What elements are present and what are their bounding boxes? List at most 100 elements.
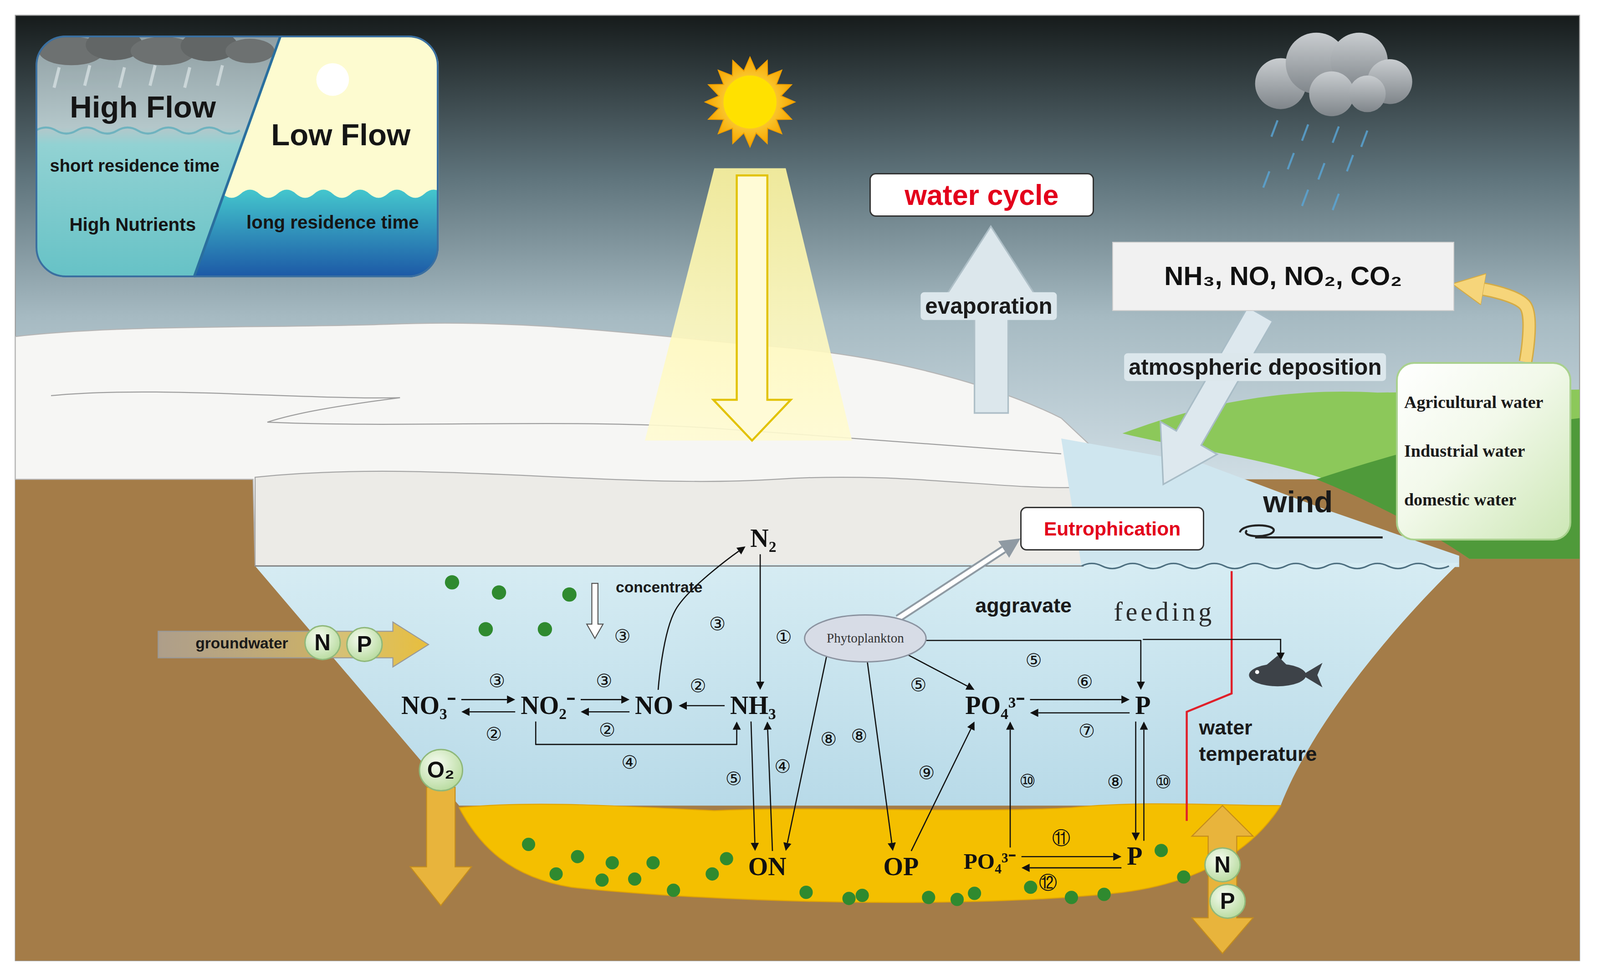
fish — [1255, 669, 1260, 675]
arrow-line — [1038, 712, 1130, 714]
flow-inset-art — [316, 63, 350, 97]
circle-outline — [346, 627, 382, 662]
phytoplankton-dot — [1064, 890, 1079, 905]
arrow-line — [461, 699, 507, 701]
circle-outline — [1204, 848, 1240, 882]
circle-outline — [304, 625, 340, 660]
phytoplankton-dot — [537, 622, 553, 637]
reaction-arrow — [867, 661, 892, 844]
flow-inset-art — [217, 65, 223, 86]
sun-core — [723, 75, 777, 129]
sun — [705, 56, 795, 147]
chemical-species: ON — [742, 851, 793, 884]
rain — [1361, 130, 1368, 148]
rain — [1318, 163, 1325, 180]
chemical-species: P — [1121, 840, 1148, 873]
phytoplankton-dot — [628, 872, 642, 886]
callout-number: ② — [485, 723, 502, 745]
label-box: water cycle — [869, 173, 1094, 217]
node-text: O₂ — [427, 757, 455, 784]
phytoplankton-dot — [605, 856, 619, 870]
phytoplankton-dot — [967, 886, 982, 900]
callout-number: ④ — [774, 756, 791, 778]
node-text: N₂ — [750, 524, 777, 553]
arrow-line — [686, 705, 725, 707]
node-text: long residence time — [246, 211, 420, 233]
reaction-arrow — [588, 711, 630, 713]
annotation-label: groundwater — [195, 634, 288, 653]
callout-number: ⑤ — [725, 768, 742, 790]
flow-inset-art — [194, 189, 440, 278]
arrow-line — [580, 699, 622, 701]
phytoplankton-dot — [855, 889, 870, 903]
groundwater-arrow — [158, 622, 429, 668]
arrow-line — [658, 551, 739, 691]
reaction-arrow — [535, 721, 737, 745]
phytoplankton-dot — [1176, 870, 1191, 884]
node-text: Phytoplankton — [826, 630, 905, 646]
callout-number: ④ — [621, 752, 638, 774]
cloud — [1308, 71, 1355, 117]
arrow-line — [867, 661, 892, 844]
sunlight-arrow — [713, 175, 791, 441]
land-contour — [51, 392, 1062, 455]
circle-outline — [419, 749, 463, 792]
flow-inset-art — [35, 35, 439, 278]
circle-outline — [1210, 884, 1246, 919]
node-text: P — [1134, 691, 1151, 721]
wind-swirl — [1239, 525, 1383, 538]
shore-line — [255, 565, 1084, 568]
callout-number: ⑧ — [820, 729, 837, 751]
node-text: N — [1214, 852, 1231, 879]
node-text: NO₂⁻ — [520, 691, 576, 721]
phytoplankton-dot — [705, 867, 719, 881]
phytoplankton-dot — [666, 884, 680, 898]
flow-inset-panel: High Flowshort residence timeHigh Nutrie… — [35, 35, 439, 278]
node-text: P — [1126, 842, 1143, 871]
node-text: domestic water — [1404, 490, 1517, 511]
phytoplankton-dot — [799, 885, 813, 900]
atmospheric-arrow — [1160, 306, 1273, 485]
callout-number: ⑪ — [1052, 828, 1071, 849]
callout-number: ② — [689, 675, 706, 697]
node-text: PO₄³⁻ — [963, 849, 1017, 875]
reaction-arrow — [469, 711, 516, 713]
phytoplankton-dot — [549, 867, 563, 881]
callout-number: ③ — [709, 613, 726, 635]
annotation-label: wind — [1262, 484, 1333, 520]
callout-number: ⑨ — [918, 762, 935, 784]
phytoplankton-dot — [595, 873, 609, 887]
phytoplankton-dot — [478, 622, 493, 637]
cloud — [1349, 75, 1386, 113]
chemical-species: N₂ — [744, 522, 782, 555]
rain — [1302, 189, 1309, 207]
nutrient-circle: N — [304, 624, 342, 662]
sky — [15, 15, 1580, 962]
nutrient-exchange-arrow — [1191, 805, 1253, 954]
arrow-line — [1134, 721, 1137, 834]
callout-number: ⑦ — [1078, 720, 1095, 742]
node-text: Eutrophication — [1043, 517, 1181, 541]
node-text: Agricultural water — [1404, 392, 1544, 413]
fish — [1302, 663, 1323, 688]
chemical-species: NH₃ — [724, 690, 782, 722]
annotation-label: concentrate — [615, 578, 703, 597]
chemical-species: NO₃⁻ — [395, 690, 462, 722]
reaction-arrow — [580, 699, 622, 701]
phytoplankton-ellipse: Phytoplankton — [802, 613, 929, 665]
fish — [1265, 655, 1288, 666]
rain — [1271, 120, 1278, 137]
rain — [1263, 171, 1270, 188]
nutrient-circle: P — [346, 626, 384, 664]
cloud — [1255, 32, 1413, 117]
reaction-arrow — [911, 729, 972, 852]
flow-inset-art — [225, 38, 275, 64]
snow-land — [15, 323, 1094, 567]
reaction-arrow — [1021, 856, 1114, 858]
callout-number: ⑤ — [909, 674, 927, 696]
node-text: NH₃, NO, NO₂, CO₂ — [1164, 260, 1402, 292]
reaction-arrow — [658, 551, 739, 691]
arrow-line — [1021, 856, 1114, 858]
phytoplankton-dot — [921, 890, 936, 905]
